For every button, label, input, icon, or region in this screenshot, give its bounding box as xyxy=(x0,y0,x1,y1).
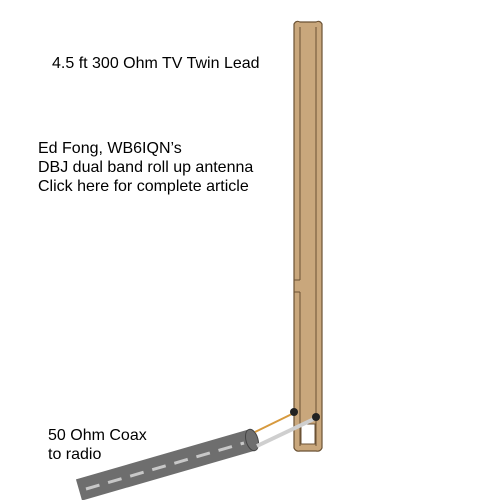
coax-shield-conductor xyxy=(256,416,317,448)
twin-lead-body xyxy=(293,20,323,452)
article-link[interactable]: Click here for complete article xyxy=(38,178,249,195)
coax-cable xyxy=(75,412,317,500)
twin-lead-bottom-window xyxy=(300,423,316,445)
solder-point-right xyxy=(312,413,320,421)
coax-stripe xyxy=(85,441,245,491)
antenna-name-label: DBJ dual band roll up antenna xyxy=(38,159,254,176)
twin-lead xyxy=(293,20,323,452)
coax-end-cap xyxy=(244,428,260,452)
twin-lead-label: 4.5 ft 300 Ohm TV Twin Lead xyxy=(52,55,260,72)
solder-point-left xyxy=(290,408,298,416)
coax-label-line1: 50 Ohm Coax xyxy=(48,427,147,444)
author-label: Ed Fong, WB6IQN’s xyxy=(38,140,182,157)
article-info: Ed Fong, WB6IQN’s DBJ dual band roll up … xyxy=(38,139,253,196)
coax-label-line2: to radio xyxy=(48,446,102,463)
coax-center-conductor xyxy=(254,412,295,433)
coax-label: 50 Ohm Coax to radio xyxy=(48,426,147,464)
